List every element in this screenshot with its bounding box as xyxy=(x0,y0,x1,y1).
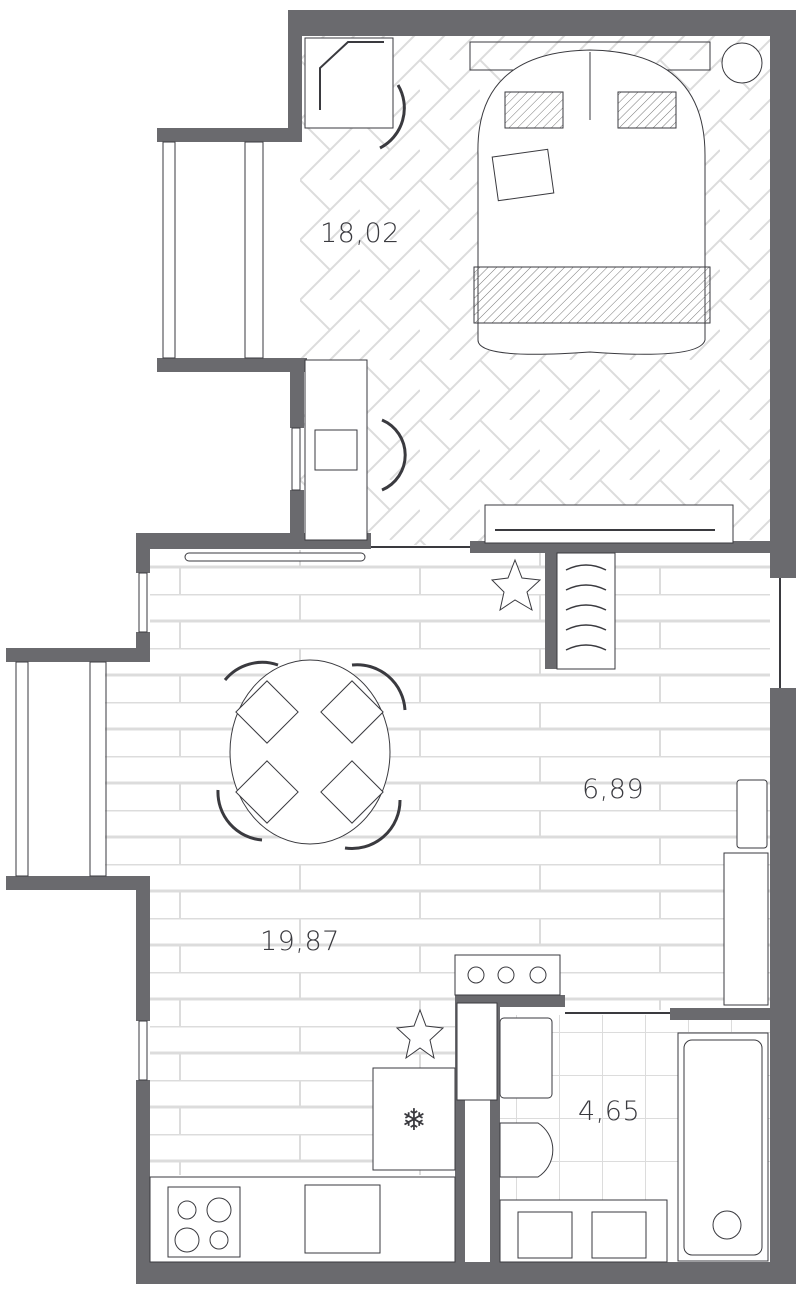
radiator-cabinet xyxy=(736,779,768,849)
windows xyxy=(15,141,781,1081)
blanket xyxy=(473,266,711,324)
fridge xyxy=(372,1067,456,1171)
sink xyxy=(304,1184,381,1254)
washer-column xyxy=(456,1002,498,1101)
kitchen-tall-cabinet xyxy=(723,852,769,1006)
living-furniture: ❄ xyxy=(149,552,769,1263)
desk-chair xyxy=(381,418,407,492)
area-label-bedroom: 18,02 xyxy=(320,218,400,249)
toilet xyxy=(499,1122,554,1178)
chair xyxy=(379,84,406,150)
living-floor-bay xyxy=(105,660,155,880)
basin xyxy=(591,1211,647,1259)
area-label-hallway: 6,89 xyxy=(582,774,645,805)
walls xyxy=(6,10,796,1284)
chair xyxy=(216,789,263,842)
area-label-bathroom: 4,65 xyxy=(578,1096,641,1127)
chair xyxy=(223,660,279,681)
bedroom-furniture xyxy=(304,37,763,544)
plate xyxy=(320,760,384,824)
tv-stand xyxy=(484,504,734,544)
wardrobe xyxy=(556,552,616,670)
chair xyxy=(351,663,407,711)
corner-desk xyxy=(304,37,394,129)
pillow xyxy=(504,91,564,129)
lamp xyxy=(721,42,763,84)
plant xyxy=(395,1008,445,1060)
tv xyxy=(184,552,366,562)
laptop xyxy=(314,429,358,471)
plant xyxy=(490,558,542,612)
chair xyxy=(344,799,402,850)
area-label-living-kitchen: 19,87 xyxy=(260,926,340,957)
newspaper xyxy=(491,148,555,202)
basin xyxy=(517,1211,573,1259)
hob xyxy=(454,954,561,996)
plate xyxy=(235,680,299,744)
plate xyxy=(320,680,384,744)
bathroom-furniture xyxy=(499,1017,769,1263)
svg-text:❄: ❄ xyxy=(401,1104,426,1137)
plate xyxy=(235,760,299,824)
boiler xyxy=(499,1017,553,1099)
pillow xyxy=(617,91,677,129)
dining-table xyxy=(229,659,391,845)
